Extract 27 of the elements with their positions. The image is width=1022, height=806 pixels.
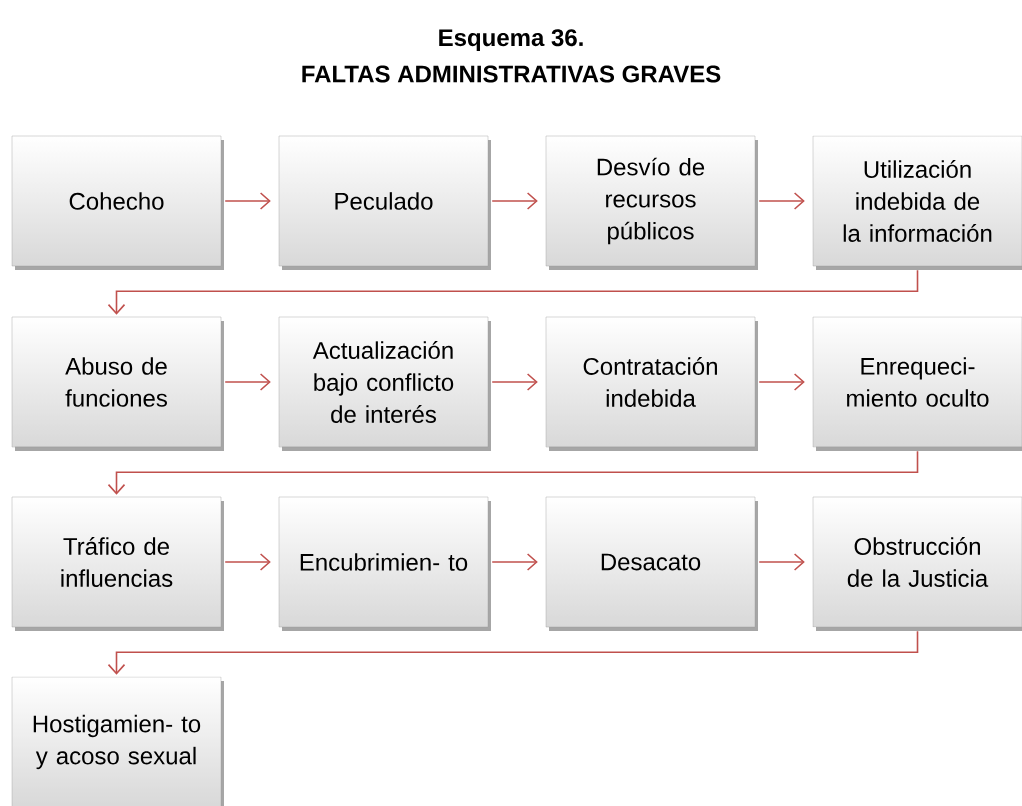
subtitle: FALTAS ADMINISTRATIVAS GRAVES <box>302 65 721 83</box>
process-box: Utilización indebida de la información <box>812 135 1022 270</box>
process-box: Desacato <box>545 496 758 631</box>
process-box: Peculado <box>278 135 491 270</box>
process-box: Encubrimien- to <box>278 496 491 631</box>
process-box: Actualización bajo conflicto de interés <box>278 316 491 451</box>
process-box: Abuso de funciones <box>11 316 224 451</box>
process-box: Desvío de recursos públicos <box>545 135 758 270</box>
arrow <box>224 192 271 210</box>
arrow <box>758 192 805 210</box>
process-box: Cohecho <box>11 135 224 270</box>
process-box: Enrequeci- miento oculto <box>812 316 1022 451</box>
arrow <box>491 373 538 391</box>
process-box: Contratación indebida <box>545 316 758 451</box>
process-box: Hostigamien- to y acoso sexual <box>11 676 224 806</box>
title: Esquema 36. <box>439 29 583 51</box>
arrow <box>758 553 805 571</box>
process-box: Tráfico de influencias <box>11 496 224 631</box>
arrow <box>491 553 538 571</box>
arrow <box>224 373 271 391</box>
process-box: Obstrucción de la Justicia <box>812 496 1022 631</box>
arrow <box>107 630 919 675</box>
arrow <box>491 192 538 210</box>
arrow <box>107 450 919 495</box>
arrow <box>107 269 919 315</box>
arrow <box>224 553 271 571</box>
arrow <box>758 373 805 391</box>
